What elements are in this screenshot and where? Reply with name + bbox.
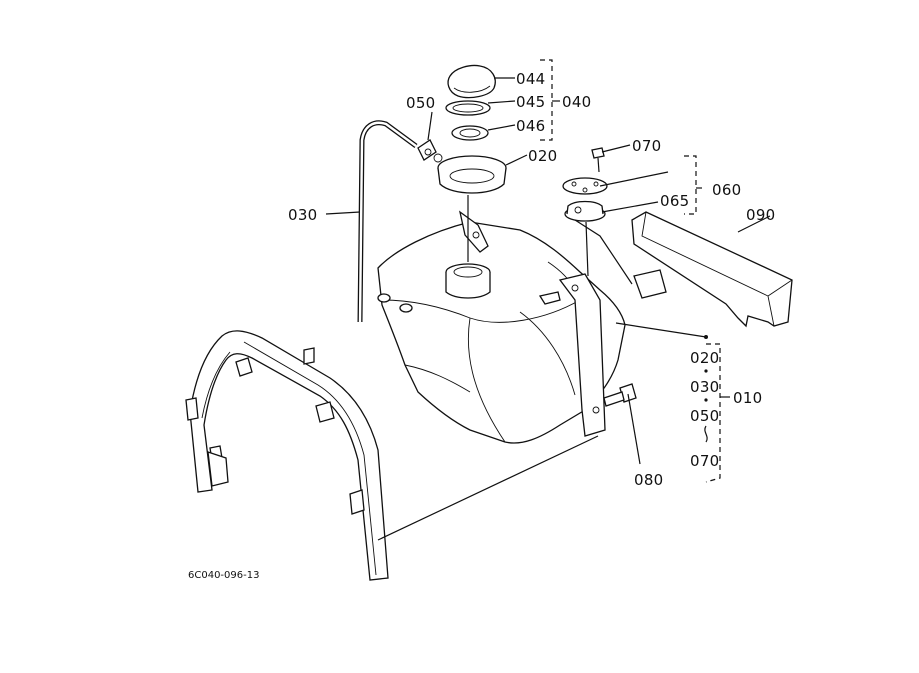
cover-panel xyxy=(631,211,793,328)
label-040: 040 xyxy=(562,93,592,111)
label-046: 046 xyxy=(516,117,546,135)
tank-frame xyxy=(185,330,389,581)
label-080: 080 xyxy=(634,471,664,489)
sub-label-070: 070 xyxy=(690,452,720,470)
sub-label-030: 030 xyxy=(690,378,720,396)
label-090: 090 xyxy=(746,206,776,224)
sub-label-020: 020 xyxy=(690,349,720,367)
label-060: 060 xyxy=(712,181,742,199)
sub-list-dot xyxy=(704,369,708,373)
label-065: 065 xyxy=(660,192,690,210)
sub-label-050: 050 xyxy=(690,407,720,425)
fuel-tank xyxy=(377,210,626,444)
mounting-bolt xyxy=(603,383,637,407)
label-030: 030 xyxy=(288,206,318,224)
fuel-gauge-unit xyxy=(562,147,667,299)
fuel-cap-assembly xyxy=(437,64,507,262)
label-045: 045 xyxy=(516,93,546,111)
label-050: 050 xyxy=(406,94,436,112)
label-044: 044 xyxy=(516,70,546,88)
label-070: 070 xyxy=(632,137,662,155)
label-020: 020 xyxy=(528,147,558,165)
sub-list-squiggle xyxy=(704,425,708,443)
label-010: 010 xyxy=(733,389,763,407)
drawing-code: 6C040-096-13 xyxy=(188,570,259,581)
sub-list-dot xyxy=(704,398,708,402)
breather-hose xyxy=(357,120,443,323)
